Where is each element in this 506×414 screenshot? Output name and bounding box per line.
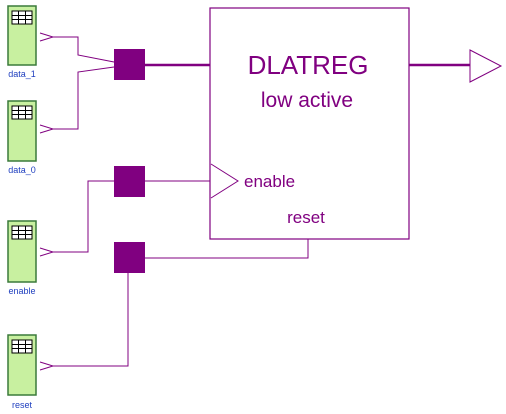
wire-enable-in [53,180,114,253]
table-icon [11,105,33,120]
input-label: enable [8,286,35,296]
input-label: reset [12,400,33,410]
input-label: data_0 [8,165,36,175]
junction-reset[interactable] [114,242,145,273]
wire-data-1 [53,36,115,63]
clock-triangle-icon [210,163,239,199]
junction-data[interactable] [114,49,145,80]
input-port-reset[interactable]: reset [7,334,37,410]
wire-reset-in [53,273,129,367]
arrow-icon [39,32,55,42]
input-label: data_1 [8,69,36,79]
wire-reset-out [145,239,309,259]
table-icon [11,225,33,240]
arrow-icon [39,124,55,134]
port-enable-label: enable [244,172,295,191]
input-port-enable[interactable]: enable [7,220,37,296]
output-port-triangle-icon[interactable] [469,49,503,83]
table-icon [11,10,33,25]
block-name: DLATREG [248,50,369,80]
input-arrowheads [39,32,55,371]
dlatreg-block[interactable]: DLATREG low active enable reset [209,7,410,240]
input-port-data-1[interactable]: data_1 [7,5,37,79]
arrow-icon [39,361,55,371]
junction-enable[interactable] [114,166,145,197]
input-port-data-0[interactable]: data_0 [7,100,37,175]
block-subtitle: low active [261,89,353,112]
wires [53,36,309,367]
arrow-icon [39,247,55,257]
block-body [209,7,410,240]
table-icon [11,339,33,354]
port-reset-label: reset [287,208,325,227]
wire-data-0 [53,66,115,130]
